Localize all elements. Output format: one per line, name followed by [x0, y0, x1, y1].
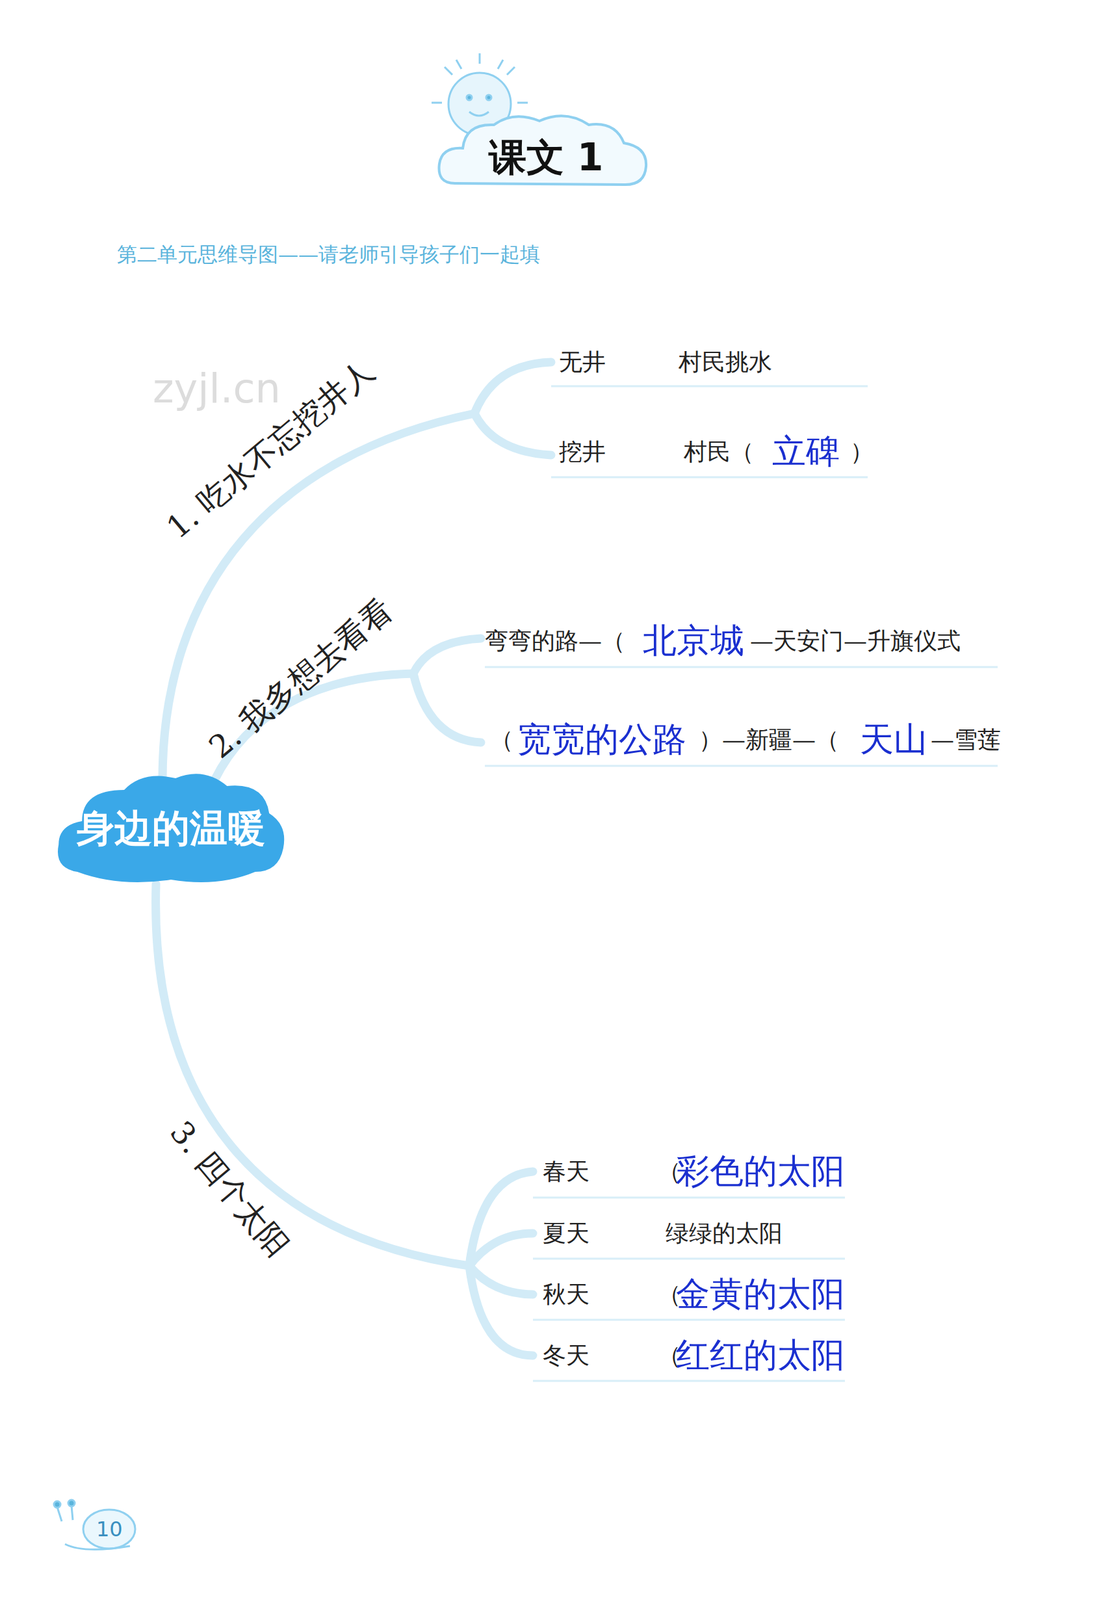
leaf-text: （ — [490, 724, 514, 756]
leaf-text: 村民挑水 — [678, 346, 773, 379]
answer-text: 彩色的太阳 — [675, 1148, 845, 1194]
leaf-text: 绿绿的太阳 — [665, 1217, 783, 1250]
leaf-text: 无井 — [558, 346, 606, 379]
center-topic: 身边的温暖 — [76, 803, 266, 855]
leaf-text: 村民（ — [683, 436, 754, 468]
title-cloud — [439, 115, 647, 185]
central-cloud: 身边的温暖 — [53, 770, 288, 888]
leaf-text: 冬天 — [542, 1339, 590, 1372]
watermark: zyjl.cn — [152, 364, 281, 413]
answer-text: 宽宽的公路 — [517, 716, 687, 763]
unit-subtitle: 第二单元思维导图——请老师引导孩子们一起填 — [116, 241, 541, 269]
answer-text: 天山 — [859, 716, 928, 763]
answer-underlines — [484, 386, 998, 1381]
answer-text: 金黄的太阳 — [675, 1271, 845, 1317]
leaf-text: 夏天 — [542, 1217, 590, 1250]
answer-text: 红红的太阳 — [675, 1332, 845, 1378]
leaf-text: ）—新疆—（ — [698, 724, 840, 756]
answer-text: 北京城 — [642, 618, 745, 664]
page-number: 10 — [96, 1516, 123, 1542]
leaf-text: 弯弯的路—（ — [484, 625, 626, 658]
leaf-text: —天安门—升旗仪式 — [750, 625, 961, 658]
answer-text: 立碑 — [772, 428, 840, 475]
leaf-text: 春天 — [542, 1155, 590, 1188]
lesson-title: 课文 1 — [488, 132, 604, 184]
leaf-text: 秋天 — [542, 1278, 590, 1311]
leaf-text: 挖井 — [558, 436, 606, 468]
snail-icon — [53, 1499, 136, 1549]
leaf-text: ） — [850, 436, 874, 468]
leaf-text: —雪莲 — [930, 724, 1001, 756]
